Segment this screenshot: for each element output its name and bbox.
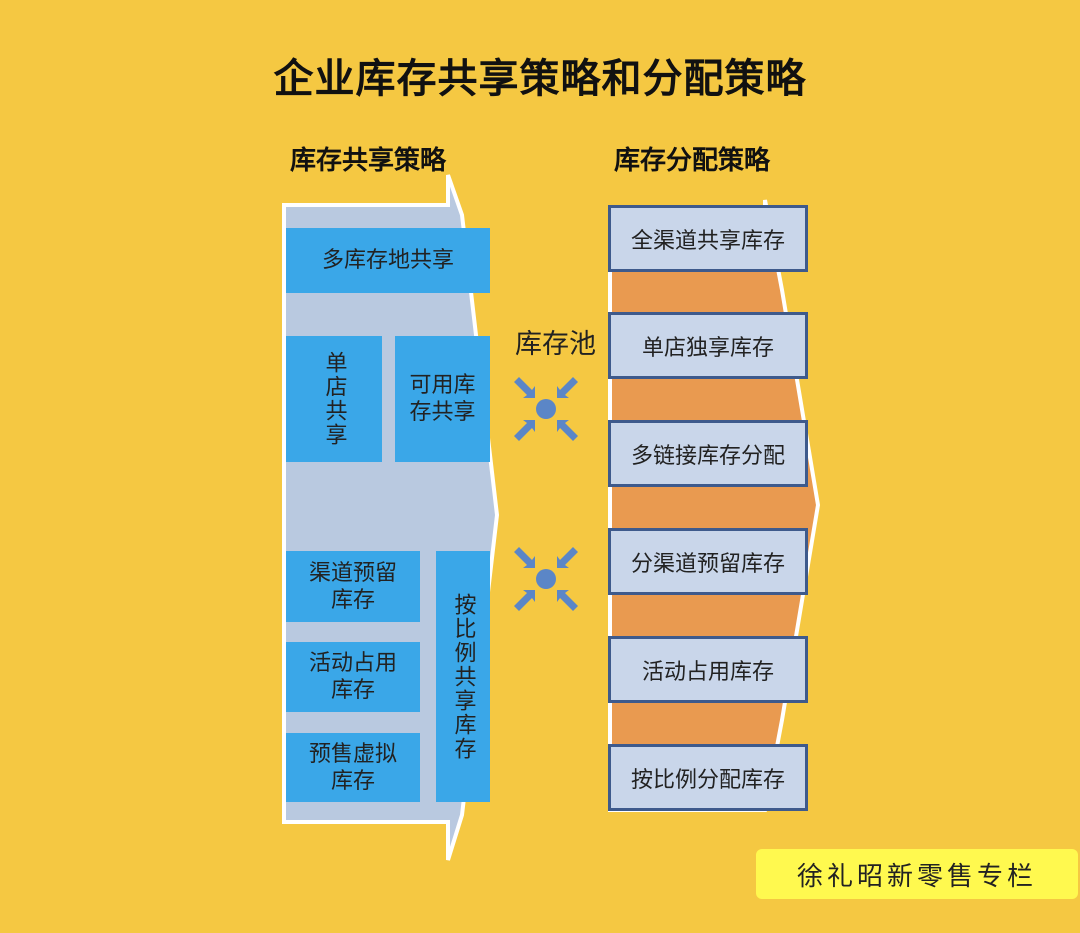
left-heading: 库存共享策略 [290,146,447,176]
box-presale: 预售虚拟库存 [286,733,420,802]
box-multi-warehouse: 多库存地共享 [286,228,490,293]
right-heading: 库存分配策略 [614,146,771,176]
right-item-single-store: 单店独享库存 [608,312,808,379]
merge-icon [514,377,578,441]
box-channel-reserve: 渠道预留库存 [286,551,420,622]
page-title: 企业库存共享策略和分配策略 [273,56,807,102]
box-activity: 活动占用库存 [286,642,420,712]
pool-label: 库存池 [515,329,596,360]
right-panel [608,199,821,812]
right-item-activity: 活动占用库存 [608,636,808,703]
right-item-ratio: 按比例分配库存 [608,744,808,811]
box-ratio-share: 按比例共享库存 [436,551,490,802]
right-item-omnichannel: 全渠道共享库存 [608,205,808,272]
merge-icon [514,547,578,611]
right-item-multi-link: 多链接库存分配 [608,420,808,487]
box-single-store: 单店共享 [286,336,382,462]
right-item-channel-reserve: 分渠道预留库存 [608,528,808,595]
box-available: 可用库存共享 [395,336,490,462]
watermark-badge: 徐礼昭新零售专栏 [756,849,1078,899]
